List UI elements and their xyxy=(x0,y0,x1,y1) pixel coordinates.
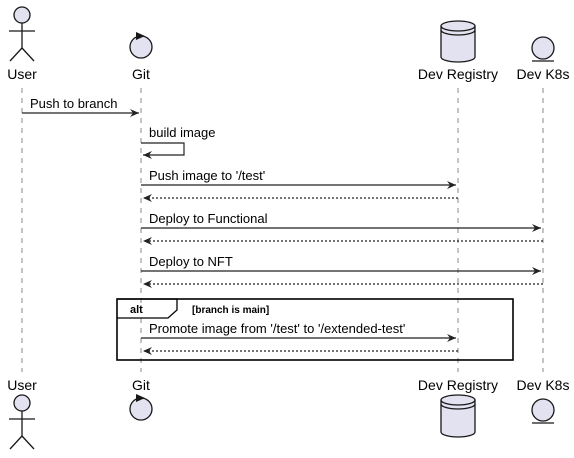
alt-condition: [branch is main] xyxy=(192,305,269,316)
git-control-icon xyxy=(129,394,153,421)
registry-database-icon xyxy=(440,394,476,438)
k8s-entity-icon xyxy=(531,36,555,62)
registry-database-icon xyxy=(440,20,476,63)
participant-git-label-top: Git xyxy=(132,66,150,82)
message-label: Deploy to Functional xyxy=(149,211,268,226)
message-label: Promote image from '/test' to '/extended… xyxy=(149,321,405,336)
self-message-arrow xyxy=(141,142,185,159)
user-actor-icon xyxy=(9,6,35,62)
participant-user-label-bottom: User xyxy=(7,377,37,393)
participant-git-label-bottom: Git xyxy=(132,377,150,393)
alt-fragment-tab xyxy=(117,298,178,319)
message-label: Push to branch xyxy=(30,96,117,111)
message-label: build image xyxy=(149,125,216,140)
alt-fragment-box xyxy=(116,298,514,361)
alt-keyword: alt xyxy=(130,304,143,316)
message-label: Deploy to NFT xyxy=(149,254,233,269)
git-control-icon xyxy=(129,32,153,59)
message-label: Push image to '/test' xyxy=(149,168,265,183)
user-actor-icon xyxy=(9,394,35,450)
participant-registry-label-top: Dev Registry xyxy=(418,66,498,82)
participant-registry-label-bottom: Dev Registry xyxy=(418,377,498,393)
participant-k8s-label-bottom: Dev K8s xyxy=(517,377,570,393)
k8s-entity-icon xyxy=(531,398,555,424)
participant-k8s-label-top: Dev K8s xyxy=(517,66,570,82)
participant-user-label-top: User xyxy=(7,66,37,82)
